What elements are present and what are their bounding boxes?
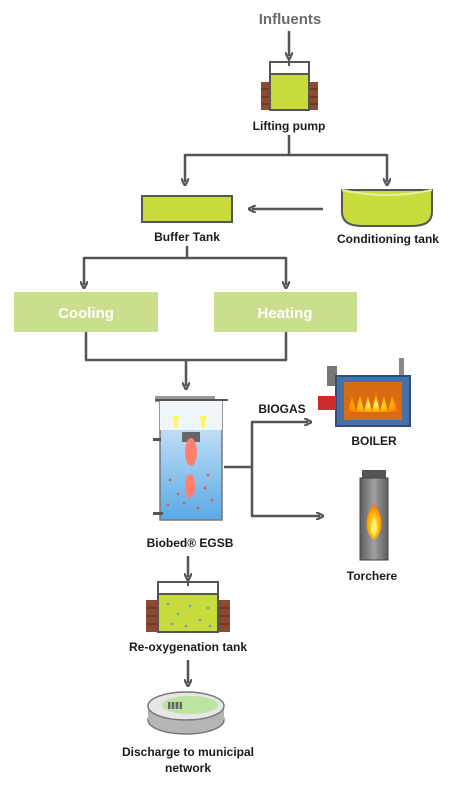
conditioning-tank-label: Conditioning tank [337,232,439,246]
lifting-pump-icon [261,58,318,111]
boiler-icon [318,358,411,427]
discharge-label-line1: Discharge to municipal [122,745,254,759]
cooling-label: Cooling [58,305,114,322]
buffer-tank-icon [141,195,233,223]
buffer-tank-label: Buffer Tank [154,230,220,244]
conditioning-tank-icon [341,189,433,227]
cooling-box [14,292,158,332]
heating-label: Heating [257,305,312,322]
biogas-label: BIOGAS [258,402,305,416]
egsb-label: Biobed® EGSB [147,536,234,550]
discharge-basin-icon [147,691,225,735]
discharge-label-line2: network [165,761,211,775]
influents-label: Influents [259,11,322,28]
heating-box [214,292,357,332]
reoxygenation-label: Re-oxygenation tank [129,640,247,654]
torchere-label: Torchere [347,569,398,583]
torchere-icon [359,470,389,561]
egsb-reactor-icon [153,396,228,521]
reoxygenation-tank-icon [146,578,230,633]
lifting-pump-label: Lifting pump [253,119,326,133]
boiler-label: BOILER [351,434,397,448]
